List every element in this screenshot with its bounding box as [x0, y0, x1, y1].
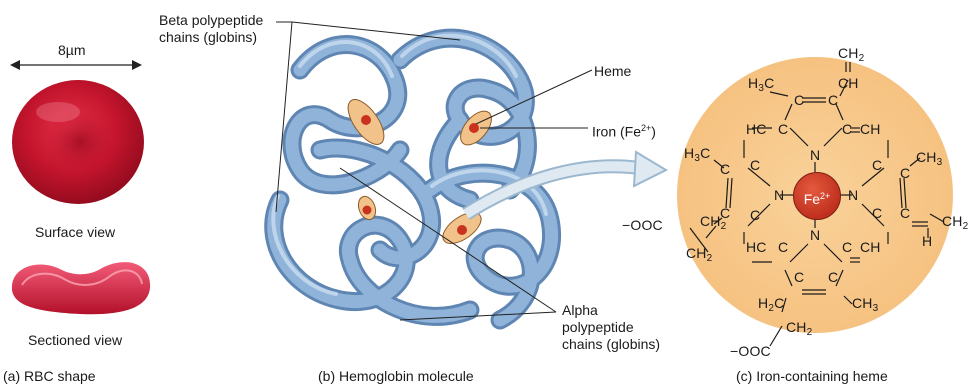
c-left-4: C: [750, 207, 761, 223]
ch-vinyl-top: CH: [838, 75, 859, 91]
pointer-arrow: [462, 150, 669, 220]
ch2-left-1: CH2: [700, 213, 727, 232]
rbc-caption: (a) RBC shape: [3, 368, 96, 384]
c-left-3: C: [720, 205, 731, 221]
n-right: N: [848, 187, 859, 203]
h2c-bottom: H2C: [758, 295, 785, 314]
c-top-4: C: [842, 121, 853, 137]
ch2-vinyl-right: CH2: [942, 213, 969, 232]
globin-chains: [264, 28, 561, 330]
c-left-1: C: [720, 161, 731, 177]
ooc-bottom: −OOC: [730, 343, 771, 359]
hc-bottom: HC: [746, 239, 767, 255]
c-top-2: C: [828, 92, 839, 108]
c-top-1: C: [794, 92, 805, 108]
heme-caption: (c) Iron-containing heme: [736, 368, 888, 384]
n-bottom: N: [810, 227, 821, 243]
ch3-right: CH3: [916, 149, 943, 168]
surface-view-label: Surface view: [35, 224, 116, 240]
leader-lines: [275, 21, 593, 321]
c-bottom-2: C: [842, 239, 853, 255]
ch-top-right: CH: [860, 121, 881, 137]
h3c-top-left: H3C: [748, 75, 775, 94]
iron-atom: Fe2+: [793, 172, 841, 220]
c-top-3: C: [778, 121, 789, 137]
c-bottom-1: C: [778, 239, 789, 255]
heme-label: Heme: [594, 63, 632, 79]
h-right: H: [922, 233, 933, 249]
n-top: N: [810, 147, 821, 163]
heme-bonds: [689, 62, 945, 347]
heme-groups: [347, 99, 492, 245]
c-right-3: C: [872, 205, 883, 221]
rbc-sectioned-view: [11, 262, 151, 315]
c-right-1: C: [872, 157, 883, 173]
ch2-bottom: CH2: [786, 319, 813, 338]
c-right-4: C: [900, 205, 911, 221]
sectioned-view-label: Sectioned view: [28, 332, 123, 348]
ch2-vinyl-top: CH2: [838, 45, 865, 64]
ooc-left: −OOC: [622, 217, 663, 233]
hemoglobin-caption: (b) Hemoglobin molecule: [318, 368, 474, 384]
beta-chains-label: Beta polypeptide chains (globins): [159, 12, 264, 45]
alpha-chains-label: Alpha polypeptide chains (globins): [562, 302, 661, 352]
c-bottom-4: C: [828, 269, 839, 285]
c-bottom-3: C: [794, 269, 805, 285]
c-left-2: C: [750, 157, 761, 173]
hc-top: HC: [746, 121, 767, 137]
scale-label: 8µm: [58, 42, 86, 58]
ch3-bottom: CH3: [852, 295, 879, 314]
ch-bottom-right: CH: [860, 239, 881, 255]
scale-arrow: [10, 60, 142, 70]
c-right-2: C: [900, 165, 911, 181]
n-left: N: [774, 187, 785, 203]
ch2-left-2: CH2: [686, 245, 713, 264]
iron-label: Iron (Fe2+): [592, 123, 656, 140]
h3c-left: H3C: [684, 145, 711, 164]
rbc-surface-view: [12, 80, 144, 204]
